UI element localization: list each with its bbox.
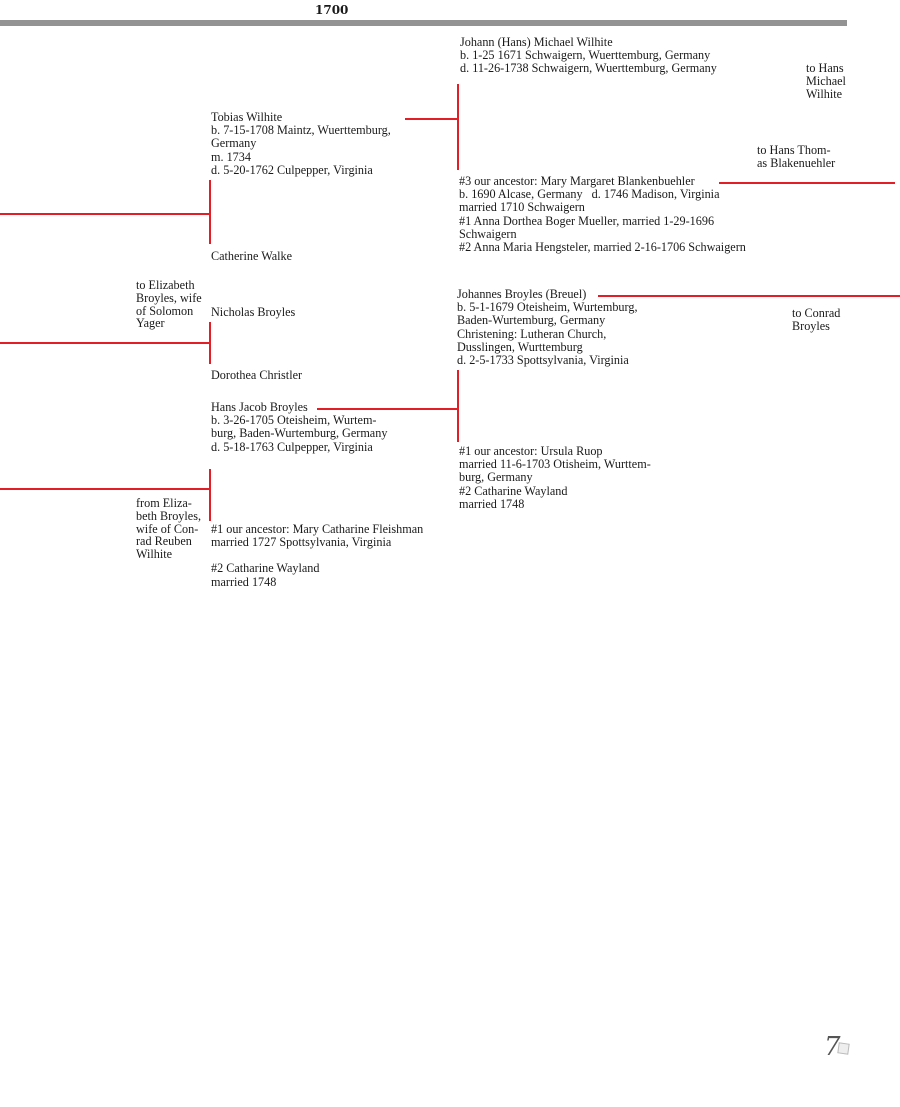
death-info: d. 2-5-1733 Spottsylvania, Virginia	[457, 353, 629, 368]
birth-info: b. 1-25 1671 Schwaigern, Wuerttemburg, G…	[460, 48, 711, 63]
person-hans-jacob-broyles: Hans Jacob Broyles b. 3-26-1705 Oteishei…	[211, 400, 388, 454]
connector-hans-jacob-mary-vertical	[209, 469, 211, 521]
birth-info: Baden-Wurtemburg, Germany	[457, 313, 606, 328]
note-line: Michael	[806, 73, 846, 88]
person-johann-hans-michael-wilhite: Johann (Hans) Michael Wilhite b. 1-25 16…	[460, 35, 717, 76]
note-line: to Hans	[806, 61, 844, 75]
connector-hans-jacob-to-parents	[317, 408, 459, 410]
person-dorothea-christler: Dorothea Christler	[211, 368, 303, 382]
birth-info: b. 7-15-1708 Maintz, Wuerttemburg,	[211, 123, 391, 138]
death-info: d. 5-18-1763 Culpepper, Virginia	[211, 439, 373, 454]
note-line: wife of Con-	[136, 521, 199, 536]
note-line: Broyles, wife	[136, 290, 202, 305]
connector-nicholas-dorothea-vertical	[209, 322, 211, 364]
note-line: rad Reuben	[136, 534, 192, 549]
note-line: Yager	[136, 316, 165, 331]
header-bar	[0, 20, 847, 26]
spouse-info: #1 Anna Dorthea Boger Mueller, married 1…	[459, 213, 715, 228]
page-number: 7	[824, 1032, 841, 1062]
birth-info: b. 5-1-1679 Oteisheim, Wurtemburg,	[457, 300, 638, 315]
birth-info: burg, Baden-Wurtemburg, Germany	[211, 426, 388, 441]
person-name: Tobias Wilhite	[211, 110, 283, 124]
connector-mary-margaret-to-parents	[719, 182, 895, 184]
person-ursula-ruop: #1 our ancestor: Ursula Ruop married 11-…	[459, 444, 651, 511]
death-info: d. 5-20-1762 Culpepper, Virginia	[211, 162, 373, 177]
connector-tobias-to-parents	[405, 118, 459, 120]
person-name: #1 our ancestor: Ursula Ruop	[459, 444, 603, 458]
spouse-info: Schwaigern	[459, 226, 517, 241]
note-line: Wilhite	[136, 547, 173, 562]
note-from-elizabeth-broyles: from Eliza- beth Broyles, wife of Con- r…	[136, 497, 201, 561]
person-name: #3 our ancestor: Mary Margaret Blankenbu…	[459, 174, 695, 188]
person-johannes-broyles: Johannes Broyles (Breuel) b. 5-1-1679 Ot…	[457, 287, 638, 368]
page-corner-mark	[837, 1042, 850, 1055]
spouse-info: #2 Catharine Wayland	[459, 483, 568, 498]
marriage-info: married 1710 Schwaigern	[459, 200, 585, 215]
connector-tobias-catherine-to-child	[0, 213, 211, 215]
marriage-info: burg, Germany	[459, 470, 533, 485]
person-name: Nicholas Broyles	[211, 305, 296, 319]
note-to-conrad-broyles: to Conrad Broyles	[792, 307, 840, 333]
connector-hans-jacob-mary-to-child	[0, 488, 211, 490]
person-catherine-walke: Catherine Walke	[211, 249, 293, 263]
person-tobias-wilhite: Tobias Wilhite b. 7-15-1708 Maintz, Wuer…	[211, 110, 391, 177]
note-to-hans-thomas: to Hans Thom- as Blakenuehler	[757, 144, 835, 170]
note-to-hans-michael: to Hans Michael Wilhite	[806, 62, 846, 100]
note-line: to Elizabeth	[136, 278, 195, 292]
note-line: to Conrad	[792, 306, 841, 320]
marriage-info: married 1748	[211, 574, 277, 589]
note-line: beth Broyles,	[136, 508, 201, 523]
marriage-info: married 11-6-1703 Otisheim, Wurttem-	[459, 457, 651, 472]
note-to-elizabeth-broyles: to Elizabeth Broyles, wife of Solomon Ya…	[136, 279, 202, 330]
connector-tobias-catherine-vertical	[209, 180, 211, 244]
christening-info: Christening: Lutheran Church,	[457, 326, 607, 341]
person-name: Johann (Hans) Michael Wilhite	[460, 35, 613, 49]
marriage-info: married 1748	[459, 496, 525, 511]
person-name: Johannes Broyles (Breuel)	[457, 287, 587, 301]
connector-nicholas-dorothea-to-child	[0, 342, 211, 344]
person-name: #1 our ancestor: Mary Catharine Fleishma…	[211, 522, 424, 536]
death-info: d. 11-26-1738 Schwaigern, Wuerttemburg, …	[460, 61, 717, 76]
birth-info: Germany	[211, 136, 257, 151]
connector-broyles-parents-vertical	[457, 370, 459, 442]
connector-johannes-to-parents	[598, 295, 900, 297]
person-name: Hans Jacob Broyles	[211, 400, 308, 414]
spouse-info: #2 Anna Maria Hengsteler, married 2-16-1…	[459, 240, 746, 255]
person-mary-catharine-fleishman: #1 our ancestor: Mary Catharine Fleishma…	[211, 522, 424, 589]
note-line: of Solomon	[136, 303, 194, 318]
note-line: from Eliza-	[136, 496, 192, 510]
person-nicholas-broyles: Nicholas Broyles	[211, 305, 296, 319]
note-line: to Hans Thom-	[757, 143, 831, 157]
note-line: Broyles	[792, 318, 830, 333]
marriage-info: m. 1734	[211, 149, 251, 164]
birth-death-info: b. 1690 Alcase, Germany d. 1746 Madison,…	[459, 187, 720, 202]
note-line: Wilhite	[806, 86, 843, 101]
year-heading: 1700	[315, 3, 349, 17]
person-mary-margaret-blankenbuehler: #3 our ancestor: Mary Margaret Blankenbu…	[459, 174, 746, 255]
person-name: Dorothea Christler	[211, 368, 303, 382]
christening-info: Dusslingen, Wurttemburg	[457, 339, 583, 354]
person-name: Catherine Walke	[211, 249, 293, 263]
spouse-info: #2 Catharine Wayland	[211, 561, 320, 576]
birth-info: b. 3-26-1705 Oteisheim, Wurtem-	[211, 413, 377, 428]
marriage-info: married 1727 Spottsylvania, Virginia	[211, 535, 392, 550]
note-line: as Blakenuehler	[757, 155, 836, 170]
connector-wilhite-parents-vertical	[457, 84, 459, 170]
